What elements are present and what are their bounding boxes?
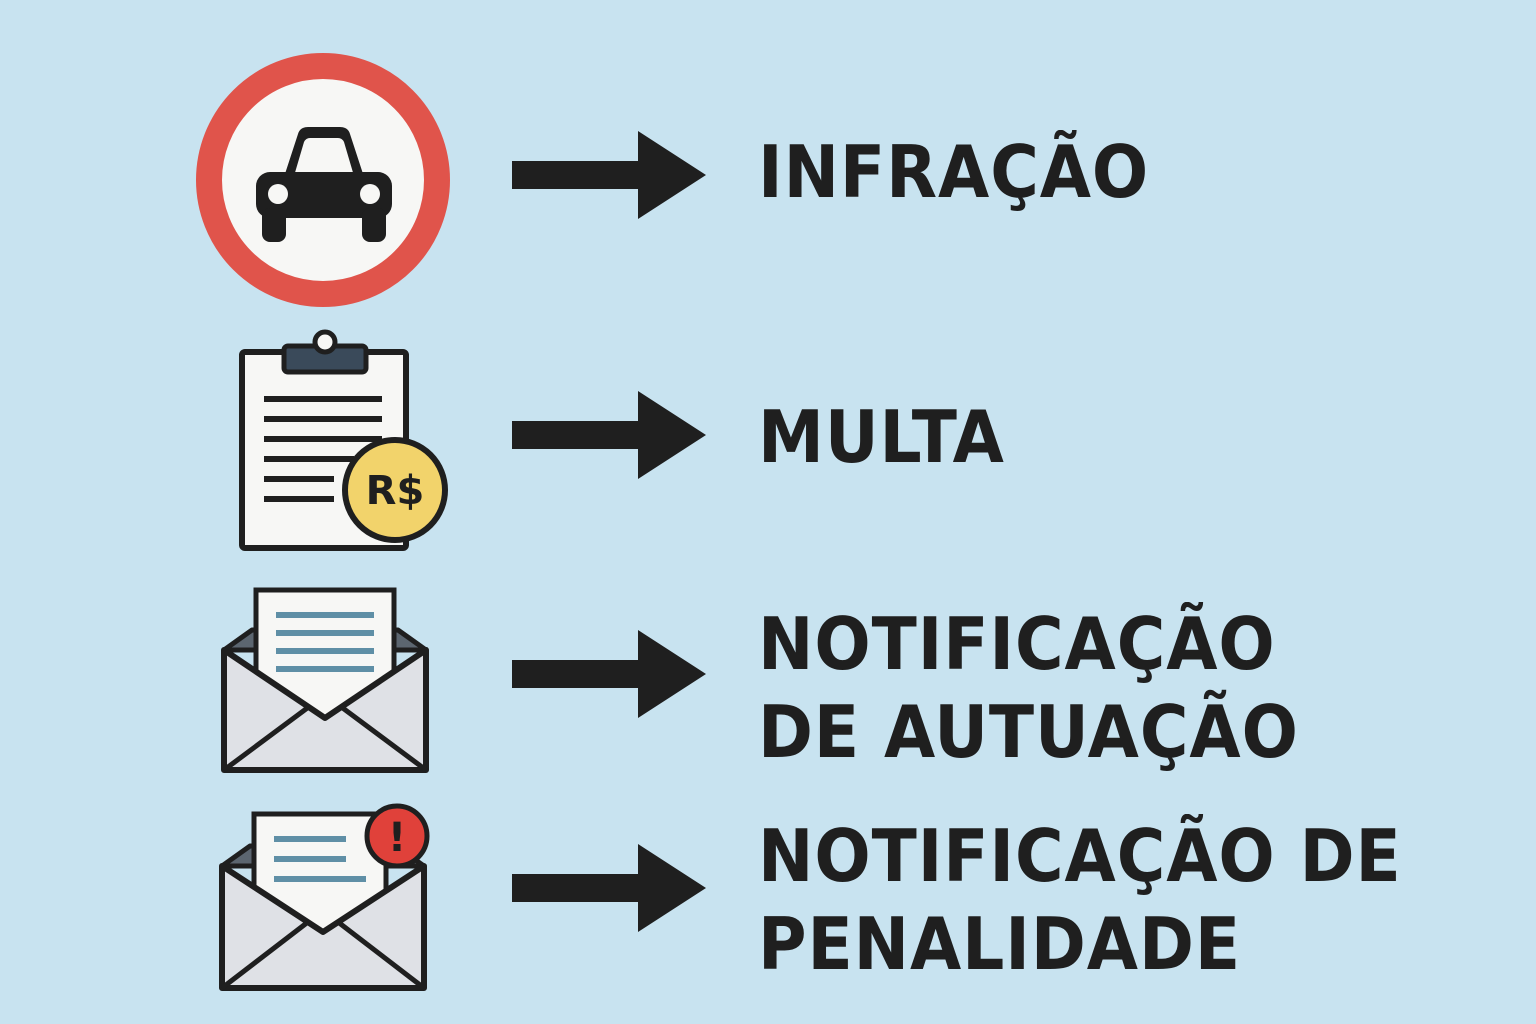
no-cars-sign-icon <box>196 53 450 307</box>
envelope-alert-icon: ! <box>219 803 430 991</box>
label-notificacao-autuacao-line-1: NOTIFICAÇÃO <box>758 602 1276 686</box>
arrow-to-multa <box>512 391 706 479</box>
clipboard-fine-icon: R$ <box>239 329 448 551</box>
arrow-to-notificacao-penalidade <box>512 844 706 932</box>
label-infracao: INFRAÇÃO <box>758 128 1149 216</box>
label-infracao-line-1: INFRAÇÃO <box>758 130 1150 214</box>
label-multa-line-1: MULTA <box>758 395 1005 479</box>
label-notificacao-penalidade: NOTIFICAÇÃO DE PENALIDADE <box>758 812 1402 988</box>
open-envelope-letter-icon <box>221 587 429 773</box>
arrow-to-notificacao-autuacao <box>512 630 706 718</box>
coin-currency-symbol: R$ <box>366 468 425 514</box>
label-notificacao-penalidade-line-2: PENALIDADE <box>758 902 1242 986</box>
label-notificacao-autuacao: NOTIFICAÇÃO DE AUTUAÇÃO <box>758 600 1299 776</box>
alert-exclamation: ! <box>388 815 406 861</box>
label-notificacao-penalidade-line-1: NOTIFICAÇÃO DE <box>758 814 1402 898</box>
arrow-to-infracao <box>512 131 706 219</box>
label-multa: MULTA <box>758 393 1005 481</box>
label-notificacao-autuacao-line-2: DE AUTUAÇÃO <box>758 690 1299 774</box>
